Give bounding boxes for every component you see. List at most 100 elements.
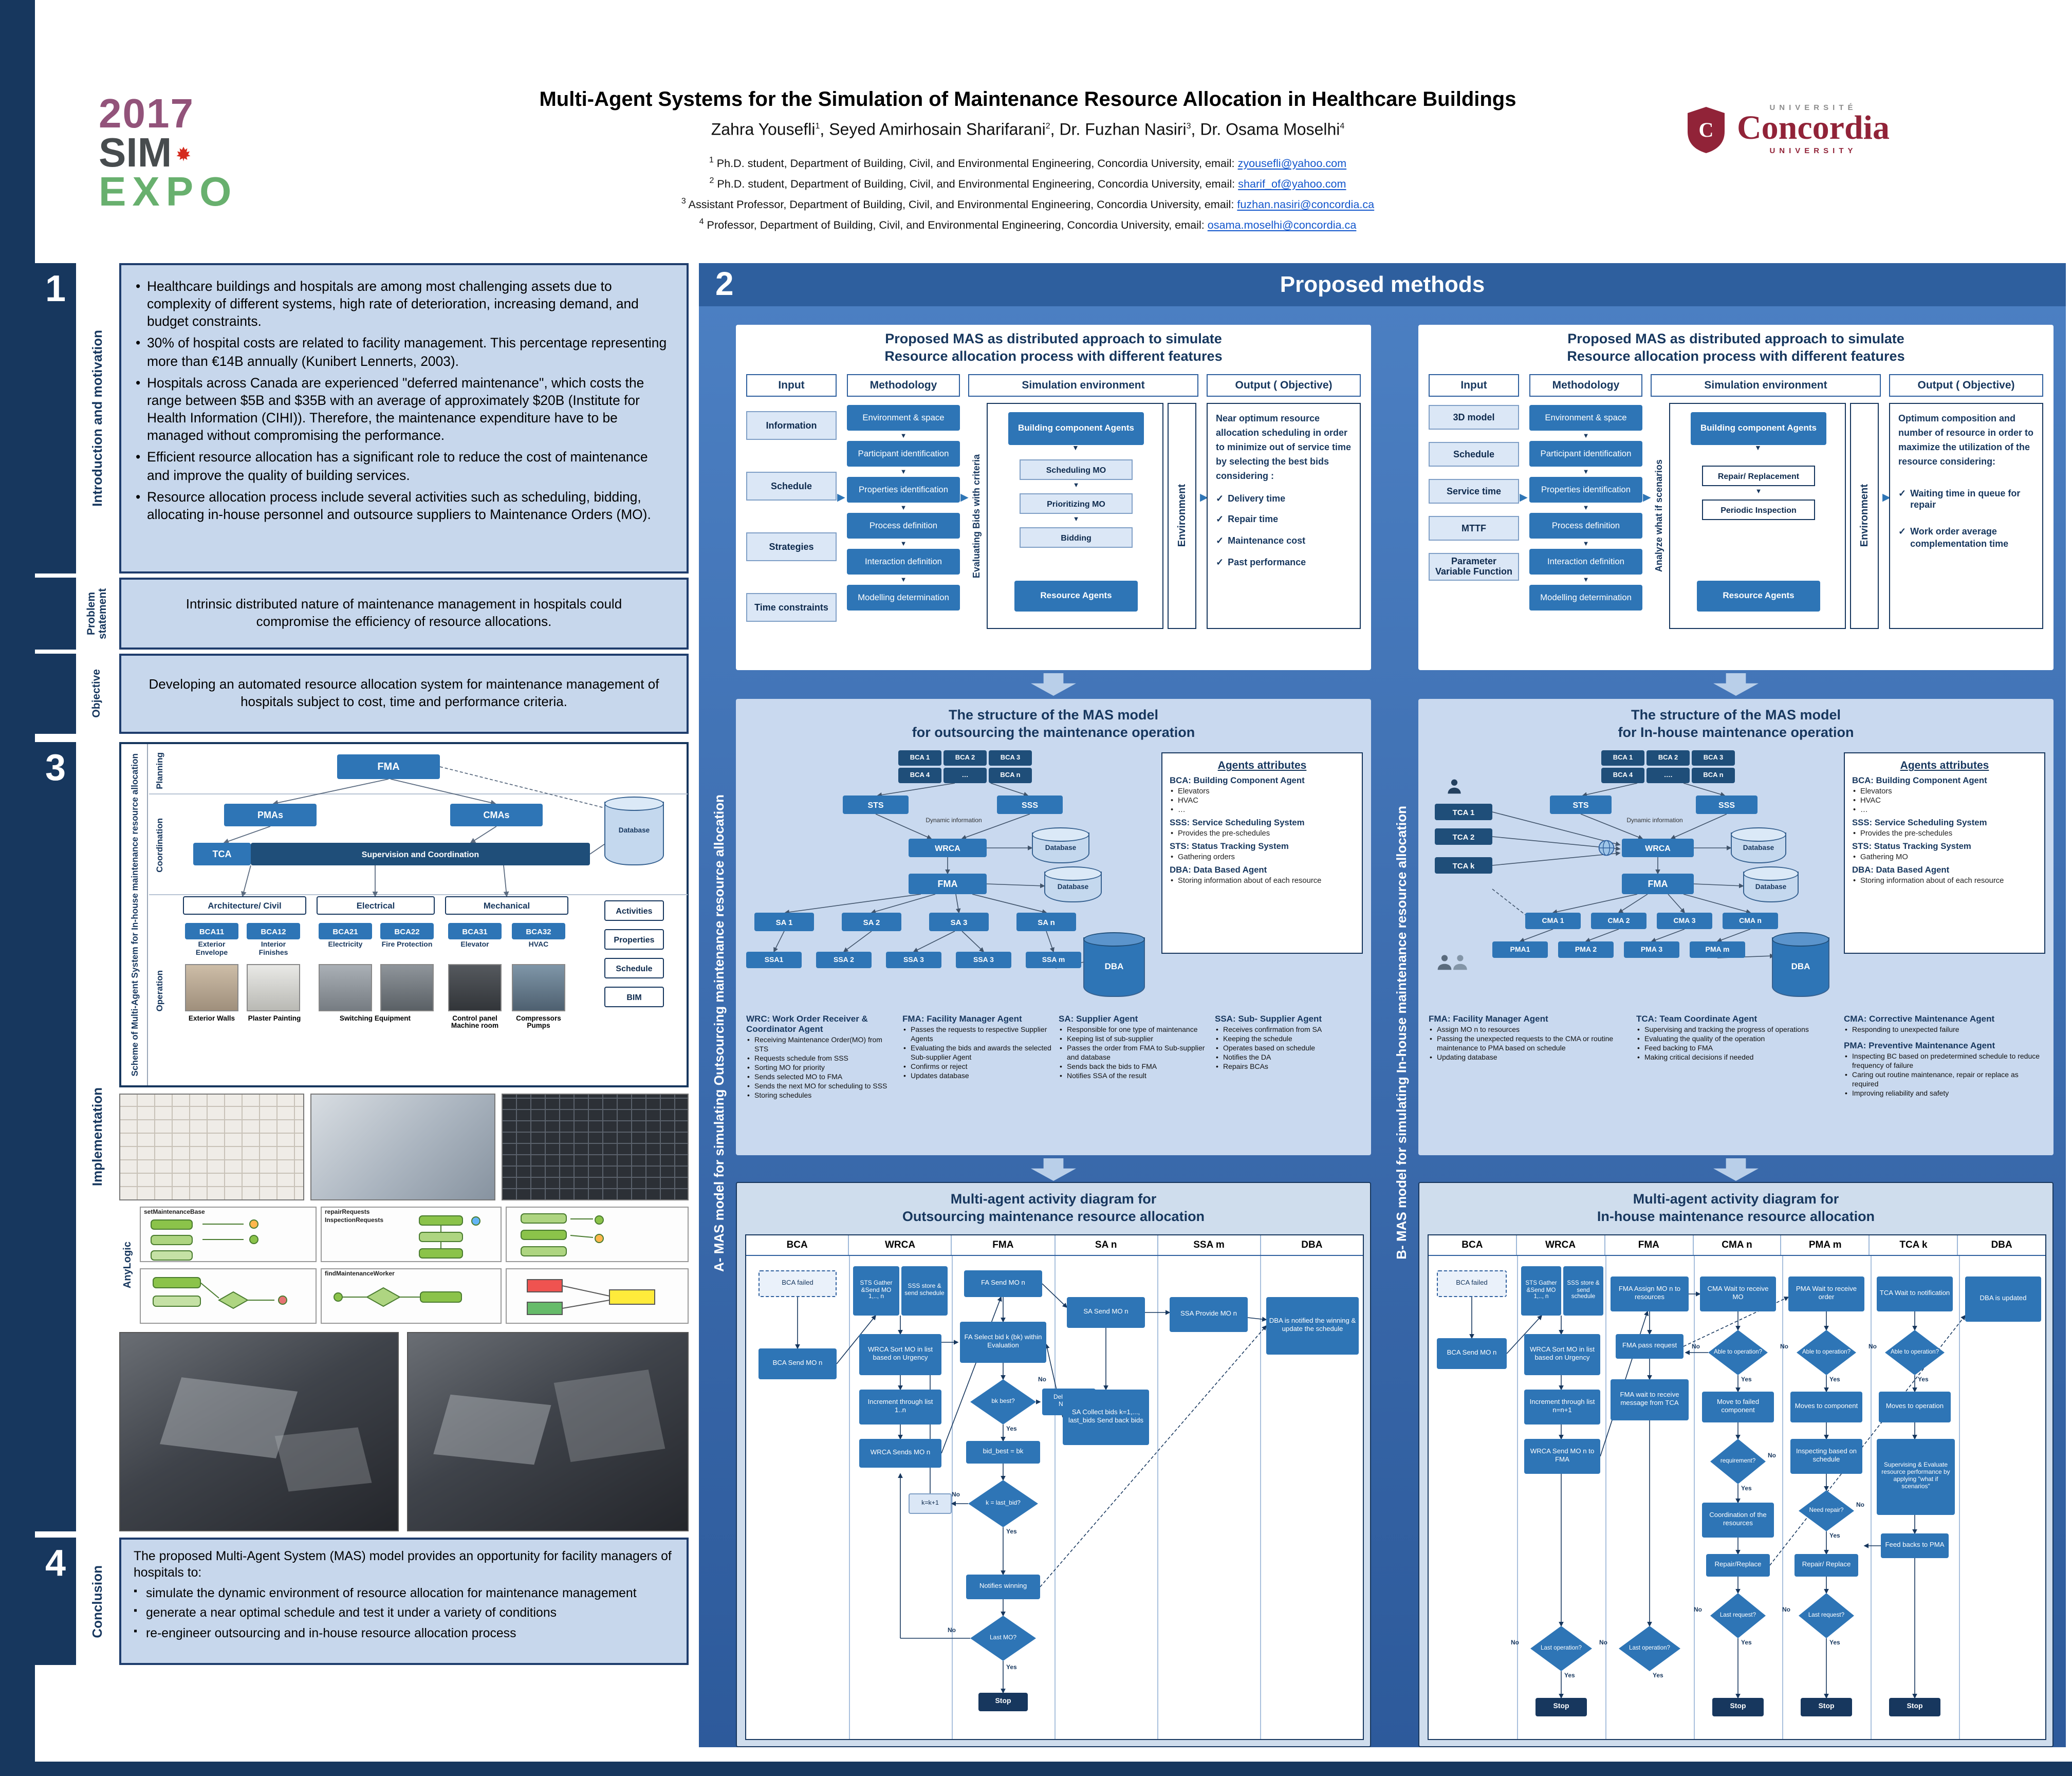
intro-bullet: 30% of hospital costs are related to fac… xyxy=(136,335,672,370)
methodology-step: Process definition xyxy=(847,513,960,539)
attr-bullet: Storing information about of each resour… xyxy=(1170,876,1355,885)
agents-attributes-title: Agents attributes xyxy=(1900,760,1989,772)
row-operation: Operation xyxy=(154,970,164,1012)
concordia-universite: UNIVERSITÉ xyxy=(1769,103,1857,112)
side-item-bim: BIM xyxy=(604,987,664,1007)
input-item: Time constraints xyxy=(746,593,837,622)
legend-bullet: Making critical decisions if needed xyxy=(1636,1054,1831,1064)
label-no: No xyxy=(1694,1607,1702,1614)
problem-content: Intrinsic distributed nature of maintena… xyxy=(119,578,689,650)
legend-bullet: Receives confirmation from SA xyxy=(1215,1027,1365,1036)
header-input: Input xyxy=(1429,374,1519,397)
label-yes: Yes xyxy=(1829,1377,1840,1383)
anylogic-doodle xyxy=(521,1213,604,1256)
bca31-label: Elevator xyxy=(460,941,489,949)
problem-text: Intrinsic distributed nature of maintena… xyxy=(186,596,622,629)
objective-label-gutter: Objective xyxy=(76,654,119,734)
section-objective: Objective Developing an automated resour… xyxy=(35,654,689,734)
bim-model-image xyxy=(310,1094,495,1200)
node-move-to-failed: Move to failed component xyxy=(1702,1392,1774,1422)
legend-bullet: Feed backing to FMA xyxy=(1636,1045,1831,1054)
legend-bullet: Keeping the schedule xyxy=(1215,1036,1365,1045)
attr-bullet: Storing information about of each resour… xyxy=(1852,876,2037,885)
attr-head: STS: Status Tracking System xyxy=(1852,841,1971,852)
concordia-university: UNIVERSITY xyxy=(1769,146,1857,155)
sim-building-agents: Building component Agents xyxy=(1008,412,1144,445)
database-cylinder: Database xyxy=(1731,827,1786,863)
node-stop: Stop xyxy=(1712,1698,1764,1716)
attr-head: BCA: Building Component Agent xyxy=(1852,775,1987,785)
legend-cma-pma-b: CMA: Corrective Maintenance Agent Respon… xyxy=(1844,1013,2045,1100)
author: , Seyed Amirhosain Sharifarani xyxy=(820,121,1046,139)
node-stop: Stop xyxy=(978,1693,1028,1711)
node-stop: Stop xyxy=(1535,1698,1587,1716)
scheme-fma: FMA xyxy=(337,754,440,779)
sim-mid-items: Scheduling MOPrioritizing MOBidding xyxy=(988,459,1164,561)
decision-able-to-operate: Able to operation? xyxy=(1797,1330,1856,1375)
photo-switching-equipment xyxy=(319,964,372,1011)
lane-dba: DBA xyxy=(1991,1239,2012,1251)
cma-box: CMA 2 xyxy=(1591,913,1646,929)
bca32-box: BCA32 xyxy=(512,923,565,939)
team-person-icon xyxy=(1448,779,1461,794)
legend-bullet: Sorting MO for priority xyxy=(746,1065,896,1074)
decision-last-mo: Last MO? xyxy=(970,1616,1036,1661)
node-increment-list: Increment through list 1..n xyxy=(859,1390,941,1424)
node-wrca-sort: WRCA Sort MO in list based on Urgency xyxy=(1524,1334,1600,1375)
simexpo-logo: 2017 SIM EXPO xyxy=(99,94,237,213)
node-moves-to-operation: Moves to operation xyxy=(1879,1392,1951,1422)
node-tca-wait: TCA Wait to notification xyxy=(1877,1276,1953,1311)
down-caret-icon: ▼ xyxy=(1072,445,1079,452)
label-no: No xyxy=(1768,1453,1776,1459)
output-check: ✓Past performance xyxy=(1216,557,1352,569)
legend-bullet: Requests schedule from SSS xyxy=(746,1056,896,1065)
group-architecture-civil: Architecture/ Civil xyxy=(183,896,306,915)
problem-label-gutter: Problem statement xyxy=(76,578,119,650)
right-arrow-icon: ► xyxy=(958,489,971,505)
label-no: No xyxy=(948,1628,956,1634)
legend-bullet: Improving reliability and safety xyxy=(1844,1090,2045,1100)
header-simulation-environment: Simulation environment xyxy=(1651,374,1881,397)
database-cylinder: Database xyxy=(1743,866,1799,902)
legend-bullet: Inspecting BC based on predetermined sch… xyxy=(1844,1054,2045,1072)
lane-tca: TCA k xyxy=(1870,1235,1958,1255)
section-introduction: 1 Introduction and motivation Healthcare… xyxy=(35,263,689,574)
row-planning: Planning xyxy=(154,752,164,789)
email-link[interactable]: zyousefli@yahoo.com xyxy=(1237,158,1347,171)
legend-bullet: Passing the unexpected requests to the C… xyxy=(1429,1036,1624,1054)
label-yes: Yes xyxy=(1006,1427,1017,1433)
sa-box: SA n xyxy=(1016,913,1076,931)
node-k-increment: k=k+1 xyxy=(909,1493,952,1514)
ssa-box: SSA 3 xyxy=(886,952,941,968)
intro-bullet: Healthcare buildings and hospitals are a… xyxy=(136,278,672,330)
section-problem: Problem statement Intrinsic distributed … xyxy=(35,578,689,650)
caption-plaster-painting: Plaster Painting xyxy=(248,1015,301,1023)
section-number-4: 4 xyxy=(35,1538,76,1665)
label-yes: Yes xyxy=(1829,1533,1840,1540)
node-cma-wait: CMA Wait to receive MO xyxy=(1700,1276,1776,1311)
legend-fma: FMA: Facility Manager Agent Passes the r… xyxy=(902,1013,1052,1082)
email-link[interactable]: sharif_of@yahoo.com xyxy=(1238,178,1346,191)
panel-b-features-title1: Proposed MAS as distributed approach to … xyxy=(1567,331,1904,346)
scheme-pmas: PMAs xyxy=(224,804,317,826)
node-bca-failed: BCA failed xyxy=(1437,1270,1507,1297)
attr-bullet: … xyxy=(1852,805,2037,815)
legend-bullet: Repairs BCAs xyxy=(1215,1064,1365,1073)
email-link[interactable]: osama.moselhi@concordia.ca xyxy=(1207,219,1357,232)
legend-bullet: Storing schedules xyxy=(746,1093,896,1102)
node-dba-notified: DBA is notified the winning & update the… xyxy=(1266,1297,1359,1355)
ssa-box: SSA1 xyxy=(746,952,802,968)
panel-a-features-title1: Proposed MAS as distributed approach to … xyxy=(885,331,1222,346)
bca-box: …. xyxy=(1646,768,1690,783)
intro-bullets: Healthcare buildings and hospitals are a… xyxy=(121,265,687,540)
legend-bullet: Evaluating the quality of the operation xyxy=(1636,1036,1831,1045)
down-arrow xyxy=(1031,1158,1076,1181)
row-divider xyxy=(149,793,688,794)
section-conclusion: 4 Conclusion The proposed Multi-Agent Sy… xyxy=(35,1538,689,1665)
agents-attributes-title: Agents attributes xyxy=(1217,760,1307,772)
group-mechanical: Mechanical xyxy=(445,896,568,915)
legend-bullet: Operates based on schedule xyxy=(1215,1045,1365,1054)
email-link[interactable]: fuzhan.nasiri@concordia.ca xyxy=(1237,199,1375,212)
legend-bullet: Keeping list of sub-supplier xyxy=(1059,1036,1209,1045)
bca-box: BCA 2 xyxy=(1646,750,1690,766)
